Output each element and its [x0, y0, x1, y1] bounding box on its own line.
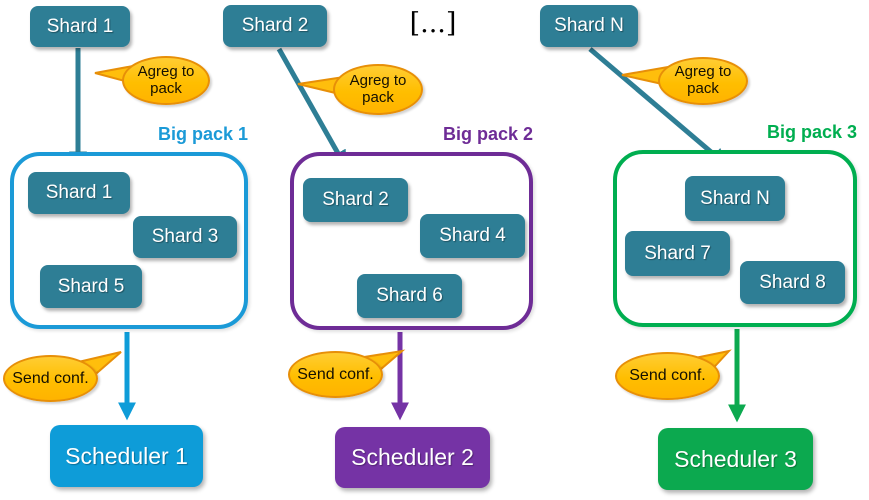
pack1-shard-box: Shard 5 — [40, 265, 142, 308]
big-pack-2-label: Big pack 2 — [442, 124, 533, 144]
send-bubble-3: Send conf. — [615, 352, 720, 400]
source-shard-1-box: Shard 1 — [30, 6, 130, 47]
agreg-bubble-2: Agreg to pack — [333, 64, 423, 115]
source-shard-2-box: Shard 2 — [223, 5, 327, 47]
send-bubble-1: Send conf. — [3, 355, 98, 402]
pack1-shard-box: Shard 1 — [28, 172, 130, 214]
scheduler-2-box: Scheduler 2 — [335, 427, 490, 488]
pack1-shard-box: Shard 3 — [133, 216, 237, 258]
pack3-shard-box: Shard 8 — [740, 261, 845, 304]
pack3-shard-box: Shard N — [685, 176, 785, 221]
pack2-shard-box: Shard 2 — [303, 178, 408, 222]
source-shard-n-box: Shard N — [540, 5, 638, 47]
big-pack-3-label: Big pack 3 — [766, 122, 857, 142]
send-bubble-2: Send conf. — [288, 351, 383, 398]
big-pack-1-label: Big pack 1 — [157, 124, 248, 144]
more-shards-ellipsis: [...] — [409, 8, 457, 39]
scheduler-1-box: Scheduler 1 — [50, 425, 203, 487]
agreg-bubble-1: Agreg to pack — [122, 56, 210, 105]
pack2-shard-box: Shard 6 — [357, 274, 462, 318]
scheduler-3-box: Scheduler 3 — [658, 428, 813, 490]
agreg-bubble-3: Agreg to pack — [658, 57, 748, 105]
arrow-shard2-to-pack2 — [276, 47, 347, 169]
arrow-shardN-to-pack3 — [588, 47, 729, 167]
pack3-shard-box: Shard 7 — [625, 231, 730, 276]
pack2-shard-box: Shard 4 — [420, 214, 525, 258]
